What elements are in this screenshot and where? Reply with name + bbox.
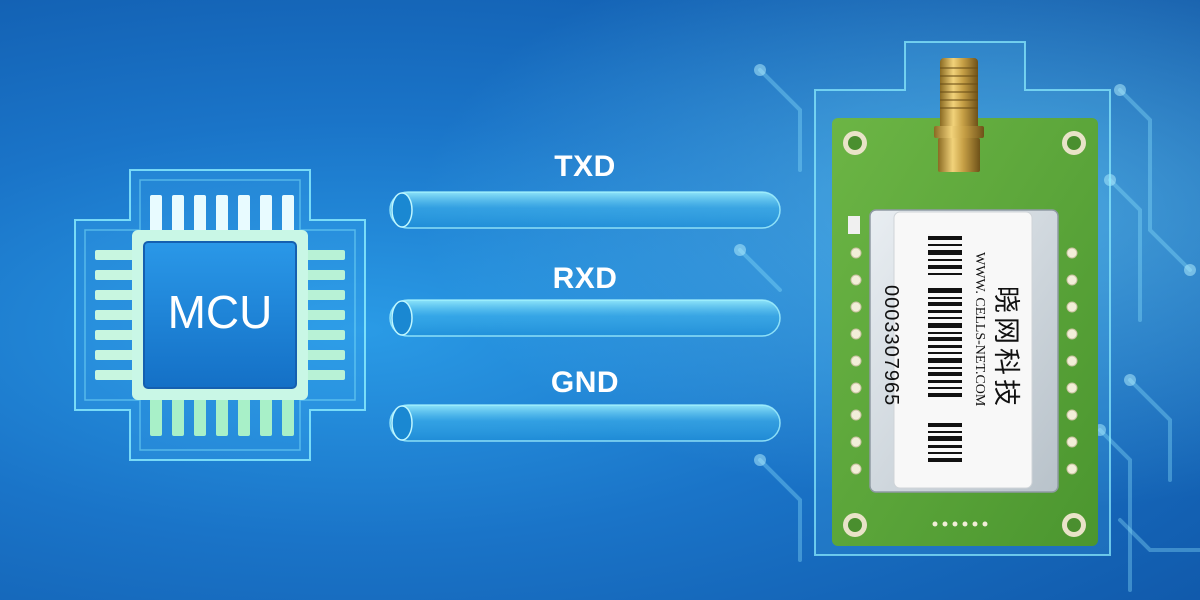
module-serial-number: 0003307965 (880, 285, 902, 407)
wire-gnd (389, 404, 781, 442)
test-pads (932, 521, 988, 527)
wire-label-txd: TXD (554, 150, 616, 183)
chip-pins-left (95, 250, 135, 380)
connection-wires (389, 191, 781, 442)
module-website: WWW. CELLS-NET.COM (972, 252, 987, 407)
label-sticker (893, 211, 1033, 489)
wire-label-rxd: RXD (552, 262, 618, 295)
wire-label-gnd: GND (550, 366, 620, 399)
wire-rxd (389, 299, 781, 337)
mcu-chip: MCU (74, 169, 366, 461)
chip-pins-bottom (150, 398, 294, 436)
chip-pins-top (150, 195, 294, 233)
pcb-pin-holes-right (1066, 247, 1078, 475)
chip-pins-right (305, 250, 345, 380)
wireless-module (814, 41, 1111, 556)
sma-antenna-connector (934, 58, 984, 172)
pcb-pin-holes-left (850, 247, 862, 475)
wire-txd (389, 191, 781, 229)
barcode (928, 236, 962, 462)
mounting-holes (843, 131, 1086, 537)
chip-label: MCU (168, 286, 273, 338)
module-brand: 晓网科技 (990, 286, 1021, 410)
